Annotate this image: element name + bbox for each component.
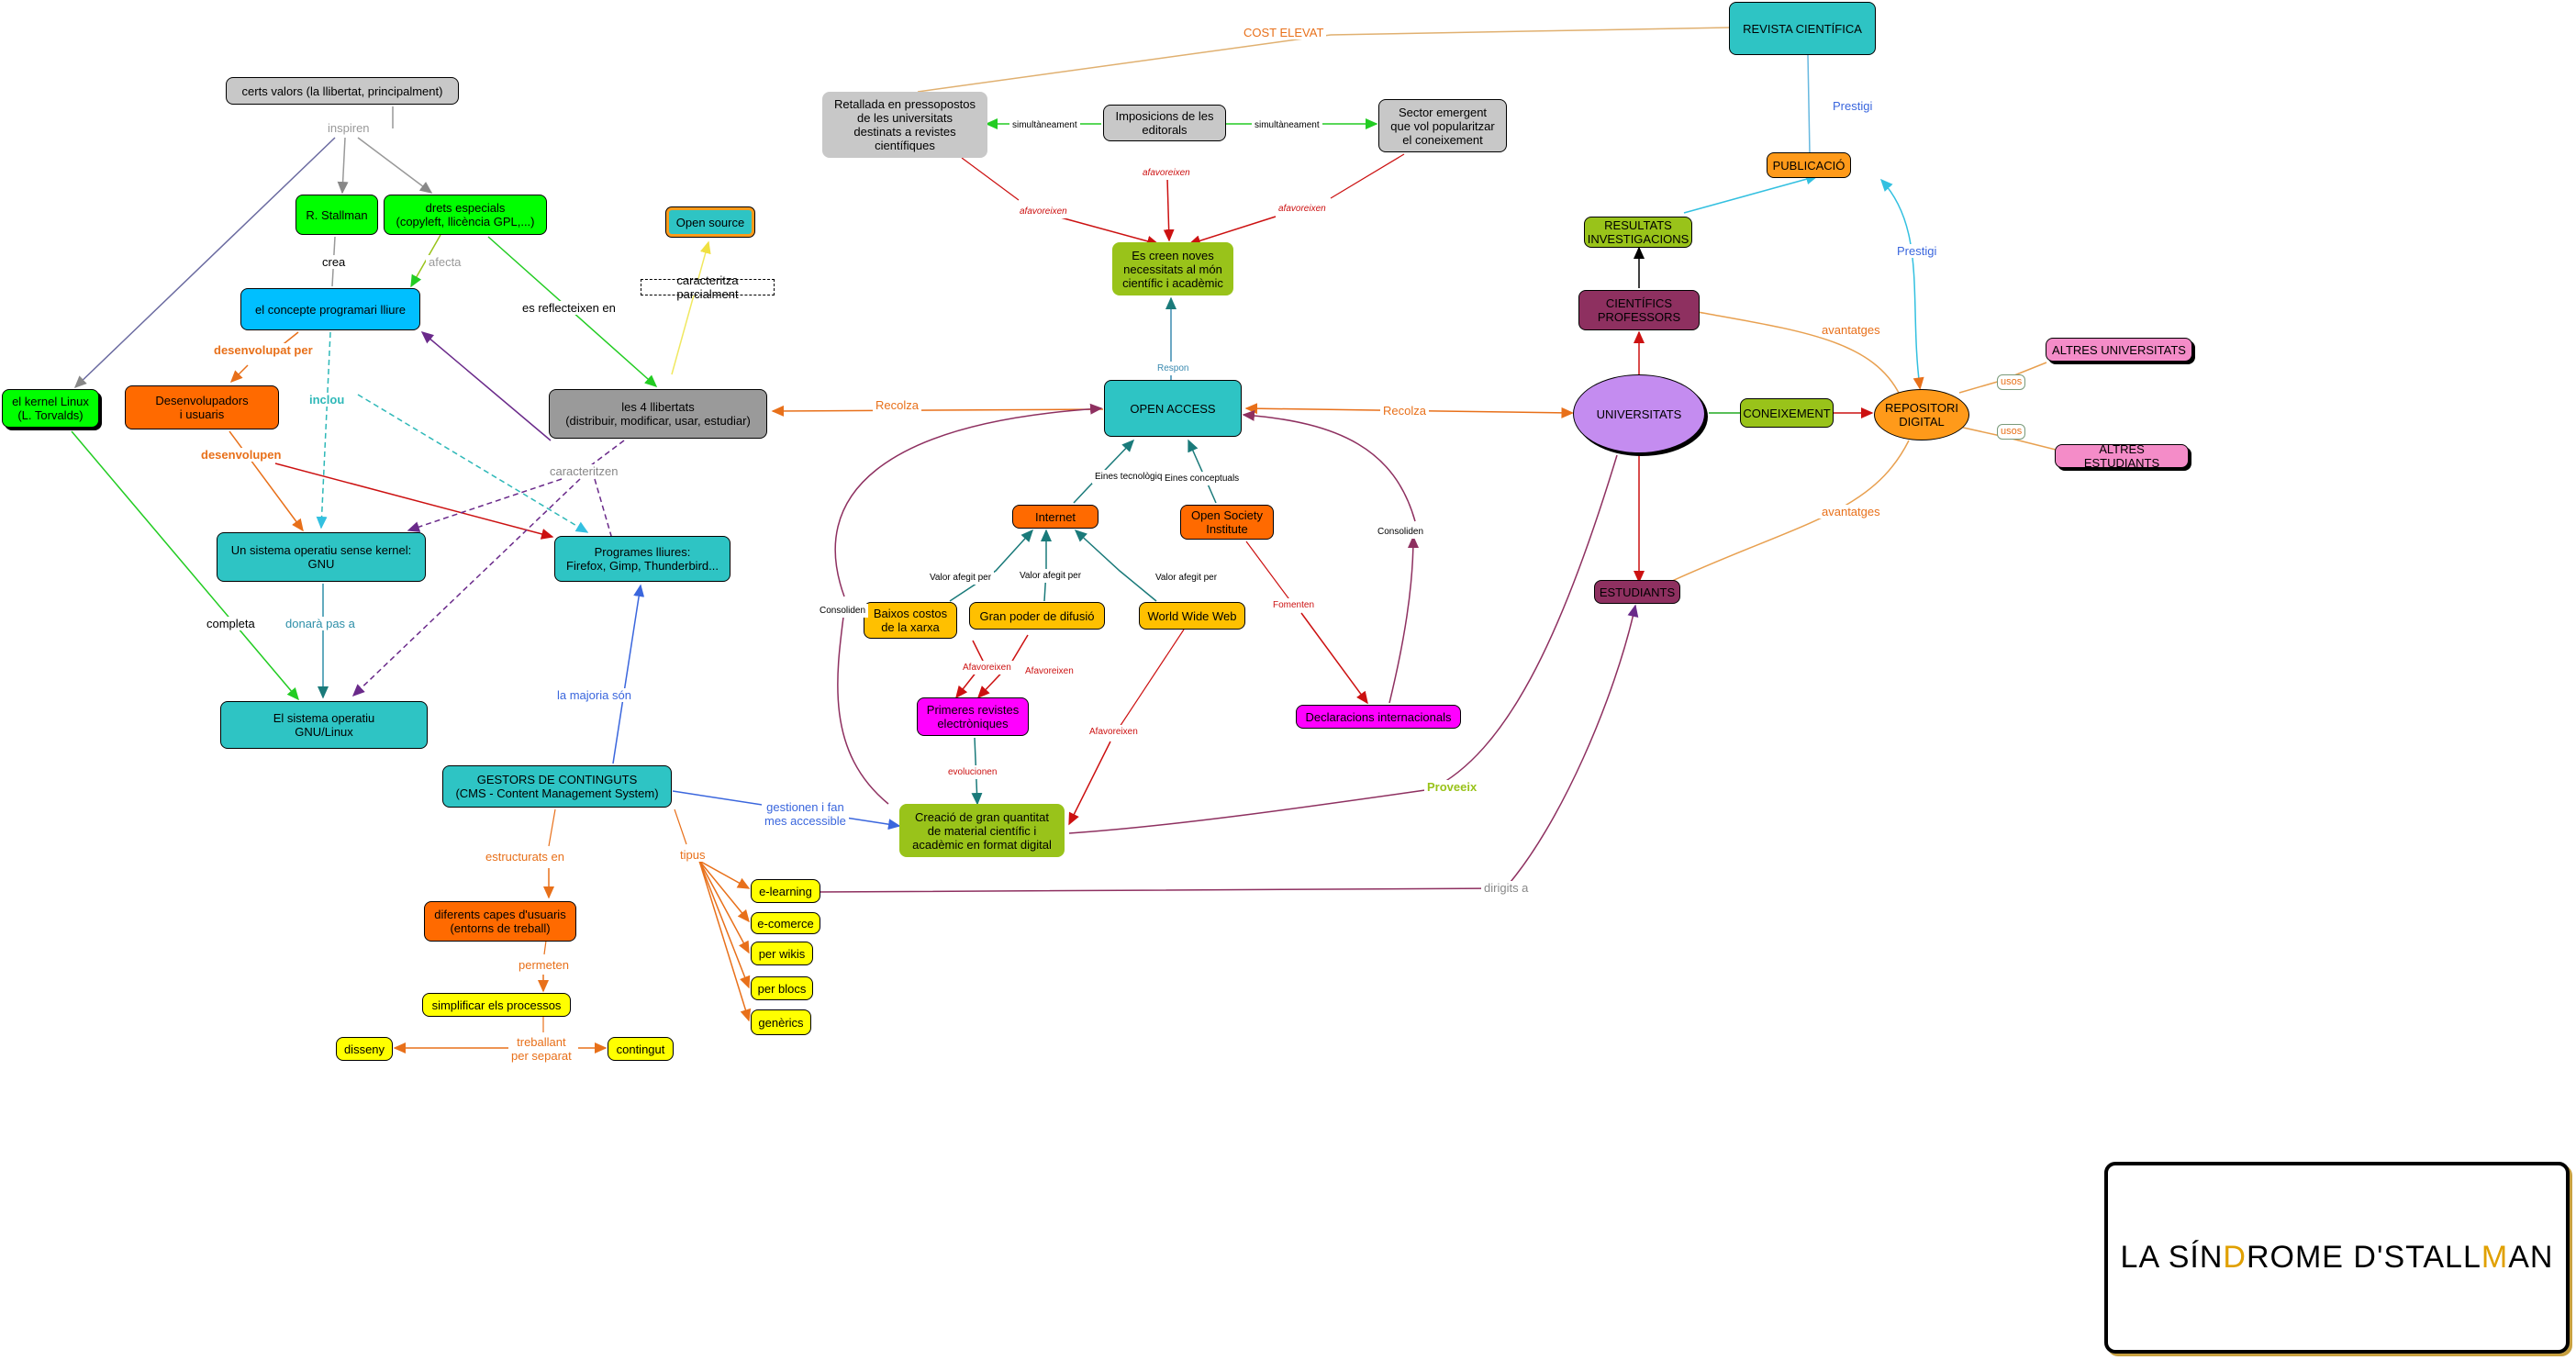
label-recolza-1: Recolza [1380,404,1429,418]
label-simultaneament-2: simultàneament [1252,118,1322,132]
label-prestigi-1: Prestigi [1830,99,1876,113]
label-completa: completa [204,617,258,630]
node-contingut[interactable]: contingut [608,1037,674,1061]
title-box: LA SÍNDROME D'STALLMAN [2104,1162,2570,1354]
label-respon: Respon [1154,362,1192,375]
node-estudiants[interactable]: ESTUDIANTS [1594,580,1680,604]
node-cientifics-professors[interactable]: CIENTÍFICS PROFESSORS [1578,290,1700,330]
label-prestigi-2: Prestigi [1894,244,1940,258]
node-simplificar-processos[interactable]: simplificar els processos [422,993,571,1017]
label-eines-conceptuals: Eines conceptuals [1162,472,1243,485]
node-ecomerce[interactable]: e-comerce [751,912,820,934]
label-valor-afegit-1: Valor afegit per [927,571,995,585]
label-caracteritzen: caracteritzen [547,464,621,478]
node-concepte-programari-lliure[interactable]: el concepte programari lliure [240,288,420,330]
label-crea: crea [319,255,349,269]
node-sistema-sense-kernel[interactable]: Un sistema operatiu sense kernel: GNU [217,532,426,582]
label-valor-afegit-3: Valor afegit per [1153,571,1221,585]
title-accent-d: D [2223,1240,2247,1275]
node-sector-emergent[interactable]: Sector emergent que vol popularitzar el … [1378,99,1507,152]
node-universitats[interactable]: UNIVERSITATS [1573,374,1705,453]
node-repositori-digital[interactable]: REPOSITORI DIGITAL [1874,389,1969,440]
node-internet[interactable]: Internet [1012,505,1098,529]
node-elearning[interactable]: e-learning [751,879,820,903]
label-usos-1: usos [1997,374,2026,390]
label-cost-elevat: COST ELEVAT [1241,26,1327,39]
node-creacio-material[interactable]: Creació de gran quantitat de material ci… [899,804,1065,857]
node-caracteritza-parcialment[interactable]: caracteritza parcialment [641,273,775,301]
label-afavoreixen-2: afavoreixen [1140,166,1193,180]
label-consoliden-1: Consoliden [817,604,869,618]
node-4-llibertats[interactable]: les 4 llibertats (distribuir, modificar,… [549,389,767,439]
title-part-2: ROME D'STALL [2246,1240,2481,1275]
node-noves-necessitats[interactable]: Es creen noves necessitats al món cientí… [1112,242,1233,295]
node-per-blocs[interactable]: per blocs [751,976,813,1000]
label-es-reflecteixen: es reflecteixen en [519,301,619,315]
node-world-wide-web[interactable]: World Wide Web [1139,602,1245,630]
node-altres-universitats[interactable]: ALTRES UNIVERSITATS [2046,338,2192,362]
label-avantatges-1: avantatges [1819,323,1883,337]
node-desenvolupadors-usuaris[interactable]: Desenvolupadors i usuaris [125,385,279,429]
node-kernel-linux[interactable]: el kernel Linux (L. Torvalds) [2,389,99,428]
label-eines-tecnologiques: Eines tecnològiques [1092,470,1180,484]
label-avantatges-2: avantatges [1819,505,1883,518]
label-afecta: afecta [426,255,464,269]
label-gestionen: gestionen i fan mes accessible [762,800,849,828]
label-consoliden-2: Consoliden [1375,525,1427,539]
label-afavoreixen-b3: Afavoreixen [1087,725,1141,739]
label-majoria-son: la majoria són [554,688,634,702]
node-open-access[interactable]: OPEN ACCESS [1104,380,1242,437]
label-desenvolupat-per: desenvolupat per [211,343,316,357]
label-permeten: permeten [516,958,572,972]
title-accent-m: M [2481,1240,2509,1275]
label-donara-pas: donarà pas a [283,617,358,630]
node-altres-estudiants[interactable]: ALTRES ESTUDIANTS [2055,442,2189,470]
node-resultats-investigacions[interactable]: RESULTATS INVESTIGACIONS [1584,217,1692,248]
node-publicacio[interactable]: PUBLICACIÓ [1767,152,1851,178]
node-gestors-continguts[interactable]: GESTORS DE CONTINGUTS (CMS - Content Man… [442,765,672,808]
node-revista-cientifica[interactable]: REVISTA CIENTÍFICA [1729,2,1876,55]
title-part-3: AN [2508,1240,2554,1275]
label-afavoreixen-1: afavoreixen [1017,205,1070,218]
node-retallada[interactable]: Retallada en pressopostos de les univers… [822,92,987,158]
label-afavoreixen-b2: Afavoreixen [1022,664,1076,678]
label-afavoreixen-3: afavoreixen [1276,202,1329,216]
node-primeres-revistes[interactable]: Primeres revistes electròniques [917,697,1029,736]
node-generics[interactable]: genèrics [751,1009,811,1035]
label-treballant: treballant per separat [508,1035,574,1063]
node-drets-especials[interactable]: drets especials (copyleft, llicència GPL… [384,195,547,235]
label-evolucionen: evolucionen [945,765,1000,779]
node-capes-usuaris[interactable]: diferents capes d'usuaris (entorns de tr… [424,901,576,942]
node-open-source[interactable]: Open source [666,207,754,237]
label-fomenten: Fomenten [1270,598,1318,612]
node-declaracions-internacionals[interactable]: Declaracions internacionals [1296,705,1461,729]
label-inclou: inclou [307,393,348,407]
node-programes-lliures[interactable]: Programes lliures: Firefox, Gimp, Thunde… [554,536,730,582]
node-gnu-linux[interactable]: El sistema operatiu GNU/Linux [220,701,428,749]
label-valor-afegit-2: Valor afegit per [1017,569,1085,583]
label-recolza-2: Recolza [873,398,921,412]
node-gran-poder-difusio[interactable]: Gran poder de difusió [969,602,1105,630]
label-afavoreixen-b1: Afavoreixen [960,661,1014,674]
title-text: LA SÍNDROME D'STALLMAN [2121,1240,2554,1276]
node-disseny[interactable]: disseny [336,1037,393,1061]
node-r-stallman[interactable]: R. Stallman [296,195,378,235]
label-inspiren: inspiren [325,121,373,135]
label-estructurats: estructurats en [483,850,567,864]
label-dirigits-a: dirigits a [1481,881,1532,895]
node-coneixement[interactable]: CONEIXEMENT [1740,398,1834,428]
node-open-society-institute[interactable]: Open Society Institute [1180,505,1274,540]
label-desenvolupen: desenvolupen [198,448,284,462]
title-part-1: LA SÍN [2120,1240,2224,1275]
label-usos-2: usos [1997,424,2026,440]
label-tipus: tipus [677,848,708,862]
node-baixos-costos[interactable]: Baixos costos de la xarxa [864,602,957,639]
label-simultaneament-1: simultàneament [1009,118,1080,132]
node-certs-valors[interactable]: certs valors (la llibertat, principalmen… [226,77,459,105]
node-imposicions[interactable]: Imposicions de les editorals [1103,105,1226,141]
label-proveeix: Proveeix [1424,780,1480,794]
node-per-wikis[interactable]: per wikis [751,942,813,965]
